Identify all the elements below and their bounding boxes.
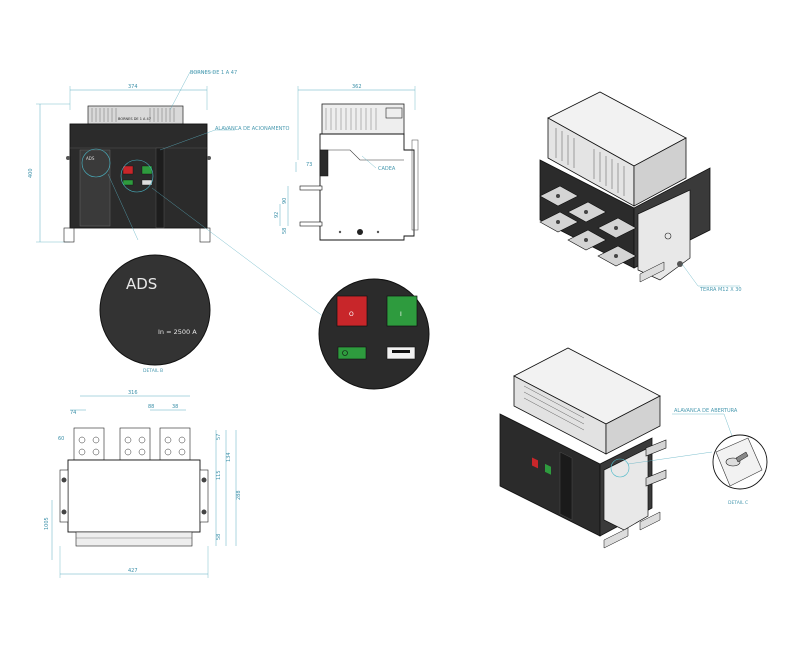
side-dim-2: 90 [282, 198, 288, 204]
bottom-view: 316 74 88 38 60 427 [44, 390, 242, 578]
detail-c: DETAIL C [712, 434, 768, 506]
off-button-icon [336, 295, 368, 327]
lever-icon [725, 457, 741, 467]
bottom-dim-88: 88 [148, 404, 154, 410]
bottom-right-dim-4: 288 [236, 490, 242, 500]
alavanca-acionamento-callout: ALAVANCA DE ACIONAMENTO [215, 126, 289, 132]
side-dim-4: 58 [282, 228, 288, 234]
detail-buttons: O I [151, 187, 430, 390]
terra-callout: TERRA M12 X 30 [699, 287, 742, 293]
bottom-left-dim: 1005 [44, 517, 50, 530]
bottom-dim-38: 38 [172, 404, 178, 410]
detail-b: ADS In = 2500 A DETAIL B [99, 173, 211, 374]
iso-view-front: ALAVANCA DE ABERTURA [499, 347, 738, 549]
side-dim-1: 73 [306, 162, 312, 168]
side-dim-3: 92 [274, 212, 280, 218]
bottom-dim-74: 74 [70, 410, 76, 416]
svg-text:I: I [400, 311, 402, 318]
detail-c-label: DETAIL C [728, 500, 748, 506]
side-view: 362 73 90 92 58 CADEA [274, 84, 419, 241]
bottom-width-dim: 427 [128, 568, 138, 574]
alavanca-abertura-callout: ALAVANCA DE ABERTURA [674, 408, 738, 414]
cadeado-callout: CADEA [378, 166, 396, 172]
bottom-right-dim-3: 134 [226, 452, 232, 462]
bottom-right-dim-1: 57 [216, 434, 222, 440]
front-view: 374 400 BORNES DE 1 A 47 ADS [28, 70, 289, 243]
front-height-dim: 400 [28, 168, 34, 178]
detail-b-brand: ADS [126, 275, 157, 293]
detail-b-rating: In = 2500 A [158, 328, 197, 336]
charge-indicator-icon [337, 346, 367, 360]
on-button-icon [386, 295, 418, 327]
detail-b-label: DETAIL B [143, 368, 163, 374]
bottom-right-dim-5: 58 [216, 534, 222, 540]
side-depth-dim: 362 [352, 84, 362, 90]
svg-text:O: O [349, 311, 354, 318]
bottom-dim-316: 316 [128, 390, 138, 396]
front-width-dim: 374 [128, 84, 138, 90]
bottom-dim-60: 60 [58, 436, 64, 442]
front-brand: ADS [86, 156, 95, 161]
iso-view-rear: TERRA M12 X 30 [539, 91, 742, 293]
bornes-callout: BORNES DE 1 A 47 [190, 70, 237, 76]
strip-text: BORNES DE 1 A 47 [118, 117, 151, 121]
bottom-right-dim-2: 115 [216, 470, 222, 480]
